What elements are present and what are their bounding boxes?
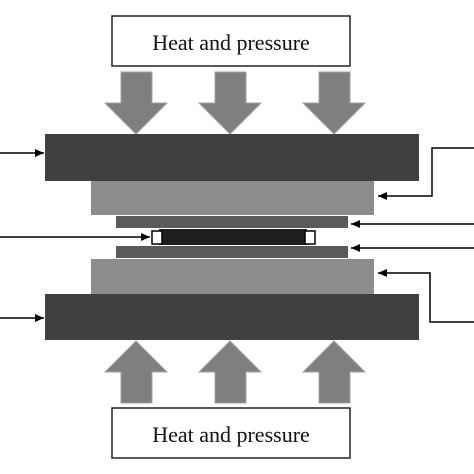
up-arrow-icon [103, 340, 169, 404]
up-arrow-icon [197, 340, 263, 404]
pointer-arrow-icon [378, 147, 474, 200]
lower-plate [91, 259, 374, 294]
top-label-box: Heat and pressure [111, 15, 351, 67]
up-arrow-icon [301, 340, 367, 404]
top-force-arrows [103, 71, 367, 135]
down-arrow-icon [103, 71, 169, 135]
upper-plate [91, 181, 374, 215]
sample-layer [159, 229, 307, 245]
pointer-arrow-icon [378, 269, 474, 323]
bottom-force-arrows [103, 340, 367, 404]
upper-platen [45, 134, 419, 181]
right-pointers [351, 147, 474, 323]
right-spacer [304, 230, 316, 245]
lower-platen [45, 294, 419, 340]
left-spacer [151, 230, 163, 245]
down-arrow-icon [197, 71, 263, 135]
down-arrow-icon [301, 71, 367, 135]
bottom-label-box: Heat and pressure [111, 407, 351, 459]
left-pointers [0, 149, 150, 322]
upper-thin-layer [116, 216, 348, 228]
bottom-label-text: Heat and pressure [152, 422, 310, 447]
lower-thin-layer [116, 246, 348, 258]
top-label-text: Heat and pressure [152, 30, 310, 55]
